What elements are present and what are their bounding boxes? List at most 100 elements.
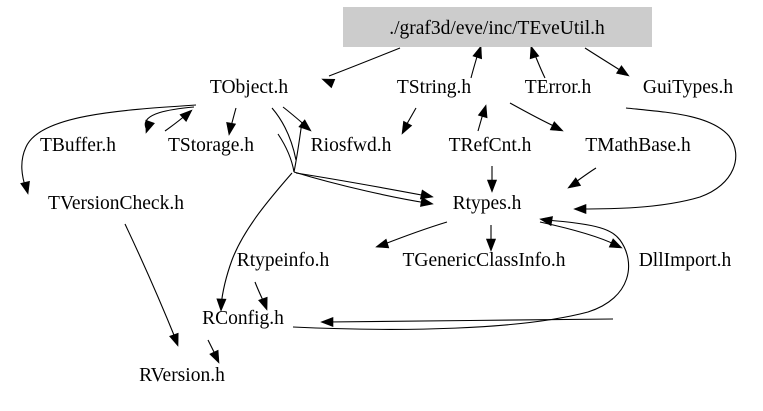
arrow-head-icon bbox=[169, 332, 179, 347]
node-label: Rtypeinfo.h bbox=[237, 250, 330, 271]
edge-guitypes-to-rtypes bbox=[573, 107, 737, 215]
node-label: TString.h bbox=[397, 77, 471, 98]
arrow-head-icon bbox=[485, 238, 497, 252]
node-tbuffer[interactable]: TBuffer.h bbox=[40, 135, 116, 156]
arrow-head-icon bbox=[472, 45, 482, 60]
arrow-head-icon bbox=[539, 216, 553, 227]
node-tversion[interactable]: TVersionCheck.h bbox=[48, 193, 184, 214]
edge-rtypeinfo-to-rconfig bbox=[254, 281, 268, 311]
arrow-head-icon bbox=[375, 238, 390, 249]
node-dllimport[interactable]: DllImport.h bbox=[639, 250, 732, 271]
edge-line bbox=[271, 107, 297, 161]
edge-tversion-to-rversion bbox=[124, 223, 179, 347]
node-rconfig[interactable]: RConfig.h bbox=[202, 308, 284, 329]
edge-tstring-to-tmathbase bbox=[509, 102, 564, 132]
node-label: RConfig.h bbox=[202, 308, 284, 329]
edge-rconfig-to-rtypes bbox=[292, 216, 630, 330]
edge-tobject-to-tstorage bbox=[226, 107, 237, 136]
arrow-head-icon bbox=[567, 177, 582, 189]
edge-line bbox=[292, 219, 630, 330]
edge-line bbox=[144, 106, 195, 129]
edge-tobject-to-riosfwd bbox=[282, 106, 312, 132]
edge-rconfig-to-rversion bbox=[207, 339, 220, 364]
arrow-head-icon bbox=[549, 121, 564, 132]
arrow-head-icon bbox=[419, 189, 434, 200]
edge-line bbox=[584, 47, 624, 73]
node-label: GuiTypes.h bbox=[643, 77, 733, 98]
edge-tobject-to-tbuffer bbox=[144, 106, 195, 134]
edge-tobject-to-hubline2 bbox=[271, 107, 297, 161]
edge-line bbox=[277, 133, 295, 173]
arrow-head-icon bbox=[216, 298, 227, 312]
node-rtypeinfo[interactable]: Rtypeinfo.h bbox=[237, 250, 330, 271]
node-guitypes[interactable]: GuiTypes.h bbox=[643, 77, 733, 98]
edge-line bbox=[21, 104, 197, 190]
node-label: TObject.h bbox=[210, 77, 288, 98]
edge-hub-to-rconfig bbox=[216, 172, 293, 312]
arrow-head-icon bbox=[477, 104, 488, 119]
edge-line bbox=[293, 121, 303, 173]
edge-riosfwd-to-rtypes bbox=[295, 172, 434, 200]
arrow-head-icon bbox=[615, 65, 630, 77]
node-label: TError.h bbox=[525, 77, 592, 98]
edge-tstring-to-riosfwd bbox=[401, 107, 417, 135]
node-label: TStorage.h bbox=[168, 135, 254, 156]
node-terror[interactable]: TError.h bbox=[525, 77, 592, 98]
node-label: TBuffer.h bbox=[40, 135, 116, 156]
arrow-head-icon bbox=[401, 120, 413, 135]
edge-line bbox=[381, 221, 448, 246]
arrow-head-icon bbox=[573, 203, 587, 215]
edge-line bbox=[326, 318, 614, 323]
edge-rtypes-to-tgeneric bbox=[485, 224, 497, 252]
edge-rtypes-to-dllimport bbox=[539, 221, 623, 249]
arrow-head-icon bbox=[320, 316, 334, 328]
arrow-head-icon bbox=[145, 119, 155, 134]
edge-hubline-to-riosfwd bbox=[293, 121, 303, 173]
node-tmathbase[interactable]: TMathBase.h bbox=[585, 135, 691, 156]
edge-line bbox=[293, 171, 428, 204]
edge-root-to-tobject bbox=[321, 47, 401, 89]
edge-tstorage-to-hub bbox=[277, 133, 295, 173]
edge-line bbox=[509, 102, 559, 129]
arrow-head-icon bbox=[486, 179, 498, 193]
arrow-head-icon bbox=[20, 180, 30, 195]
node-tobject[interactable]: TObject.h bbox=[210, 77, 288, 98]
node-trefcnt[interactable]: TRefCnt.h bbox=[449, 135, 532, 156]
arrow-head-icon bbox=[258, 296, 268, 311]
edge-trefcnt-to-tstring bbox=[477, 104, 488, 132]
node-label: Rtypes.h bbox=[453, 193, 522, 214]
node-riosfwd[interactable]: Riosfwd.h bbox=[311, 135, 392, 156]
node-tstring[interactable]: TString.h bbox=[397, 77, 471, 98]
node-label: TMathBase.h bbox=[585, 135, 691, 156]
node-rtypes[interactable]: Rtypes.h bbox=[453, 193, 522, 214]
root-node-label: ./graf3d/eve/inc/TEveUtil.h bbox=[389, 18, 605, 39]
node-label: TVersionCheck.h bbox=[48, 193, 184, 214]
edge-line bbox=[124, 223, 177, 341]
edge-line bbox=[295, 172, 428, 197]
node-label: RVersion.h bbox=[139, 365, 225, 386]
root-node[interactable]: ./graf3d/eve/inc/TEveUtil.h bbox=[343, 7, 652, 47]
edge-tstring-to-root bbox=[470, 45, 482, 79]
node-rversion[interactable]: RVersion.h bbox=[139, 365, 225, 386]
node-label: Riosfwd.h bbox=[311, 135, 392, 156]
node-label: TGenericClassInfo.h bbox=[403, 250, 566, 271]
edge-line bbox=[579, 107, 737, 210]
arrow-head-icon bbox=[209, 349, 220, 364]
edge-tbuffer-to-tobject bbox=[164, 109, 193, 132]
node-tstorage[interactable]: TStorage.h bbox=[168, 135, 254, 156]
arrow-head-icon bbox=[420, 196, 434, 207]
edge-tobject-to-tversion bbox=[20, 104, 197, 195]
arrow-head-icon bbox=[179, 109, 193, 122]
root-node-box bbox=[343, 7, 652, 47]
edge-line bbox=[328, 47, 401, 77]
edge-hub-to-rtypes bbox=[293, 171, 434, 207]
edge-line bbox=[539, 221, 617, 246]
node-label: DllImport.h bbox=[639, 250, 732, 271]
edge-root-to-guitypes bbox=[584, 47, 630, 77]
edge-trefcnt-to-rtypes bbox=[486, 165, 498, 193]
node-tgeneric[interactable]: TGenericClassInfo.h bbox=[403, 250, 566, 271]
node-label: TRefCnt.h bbox=[449, 135, 532, 156]
